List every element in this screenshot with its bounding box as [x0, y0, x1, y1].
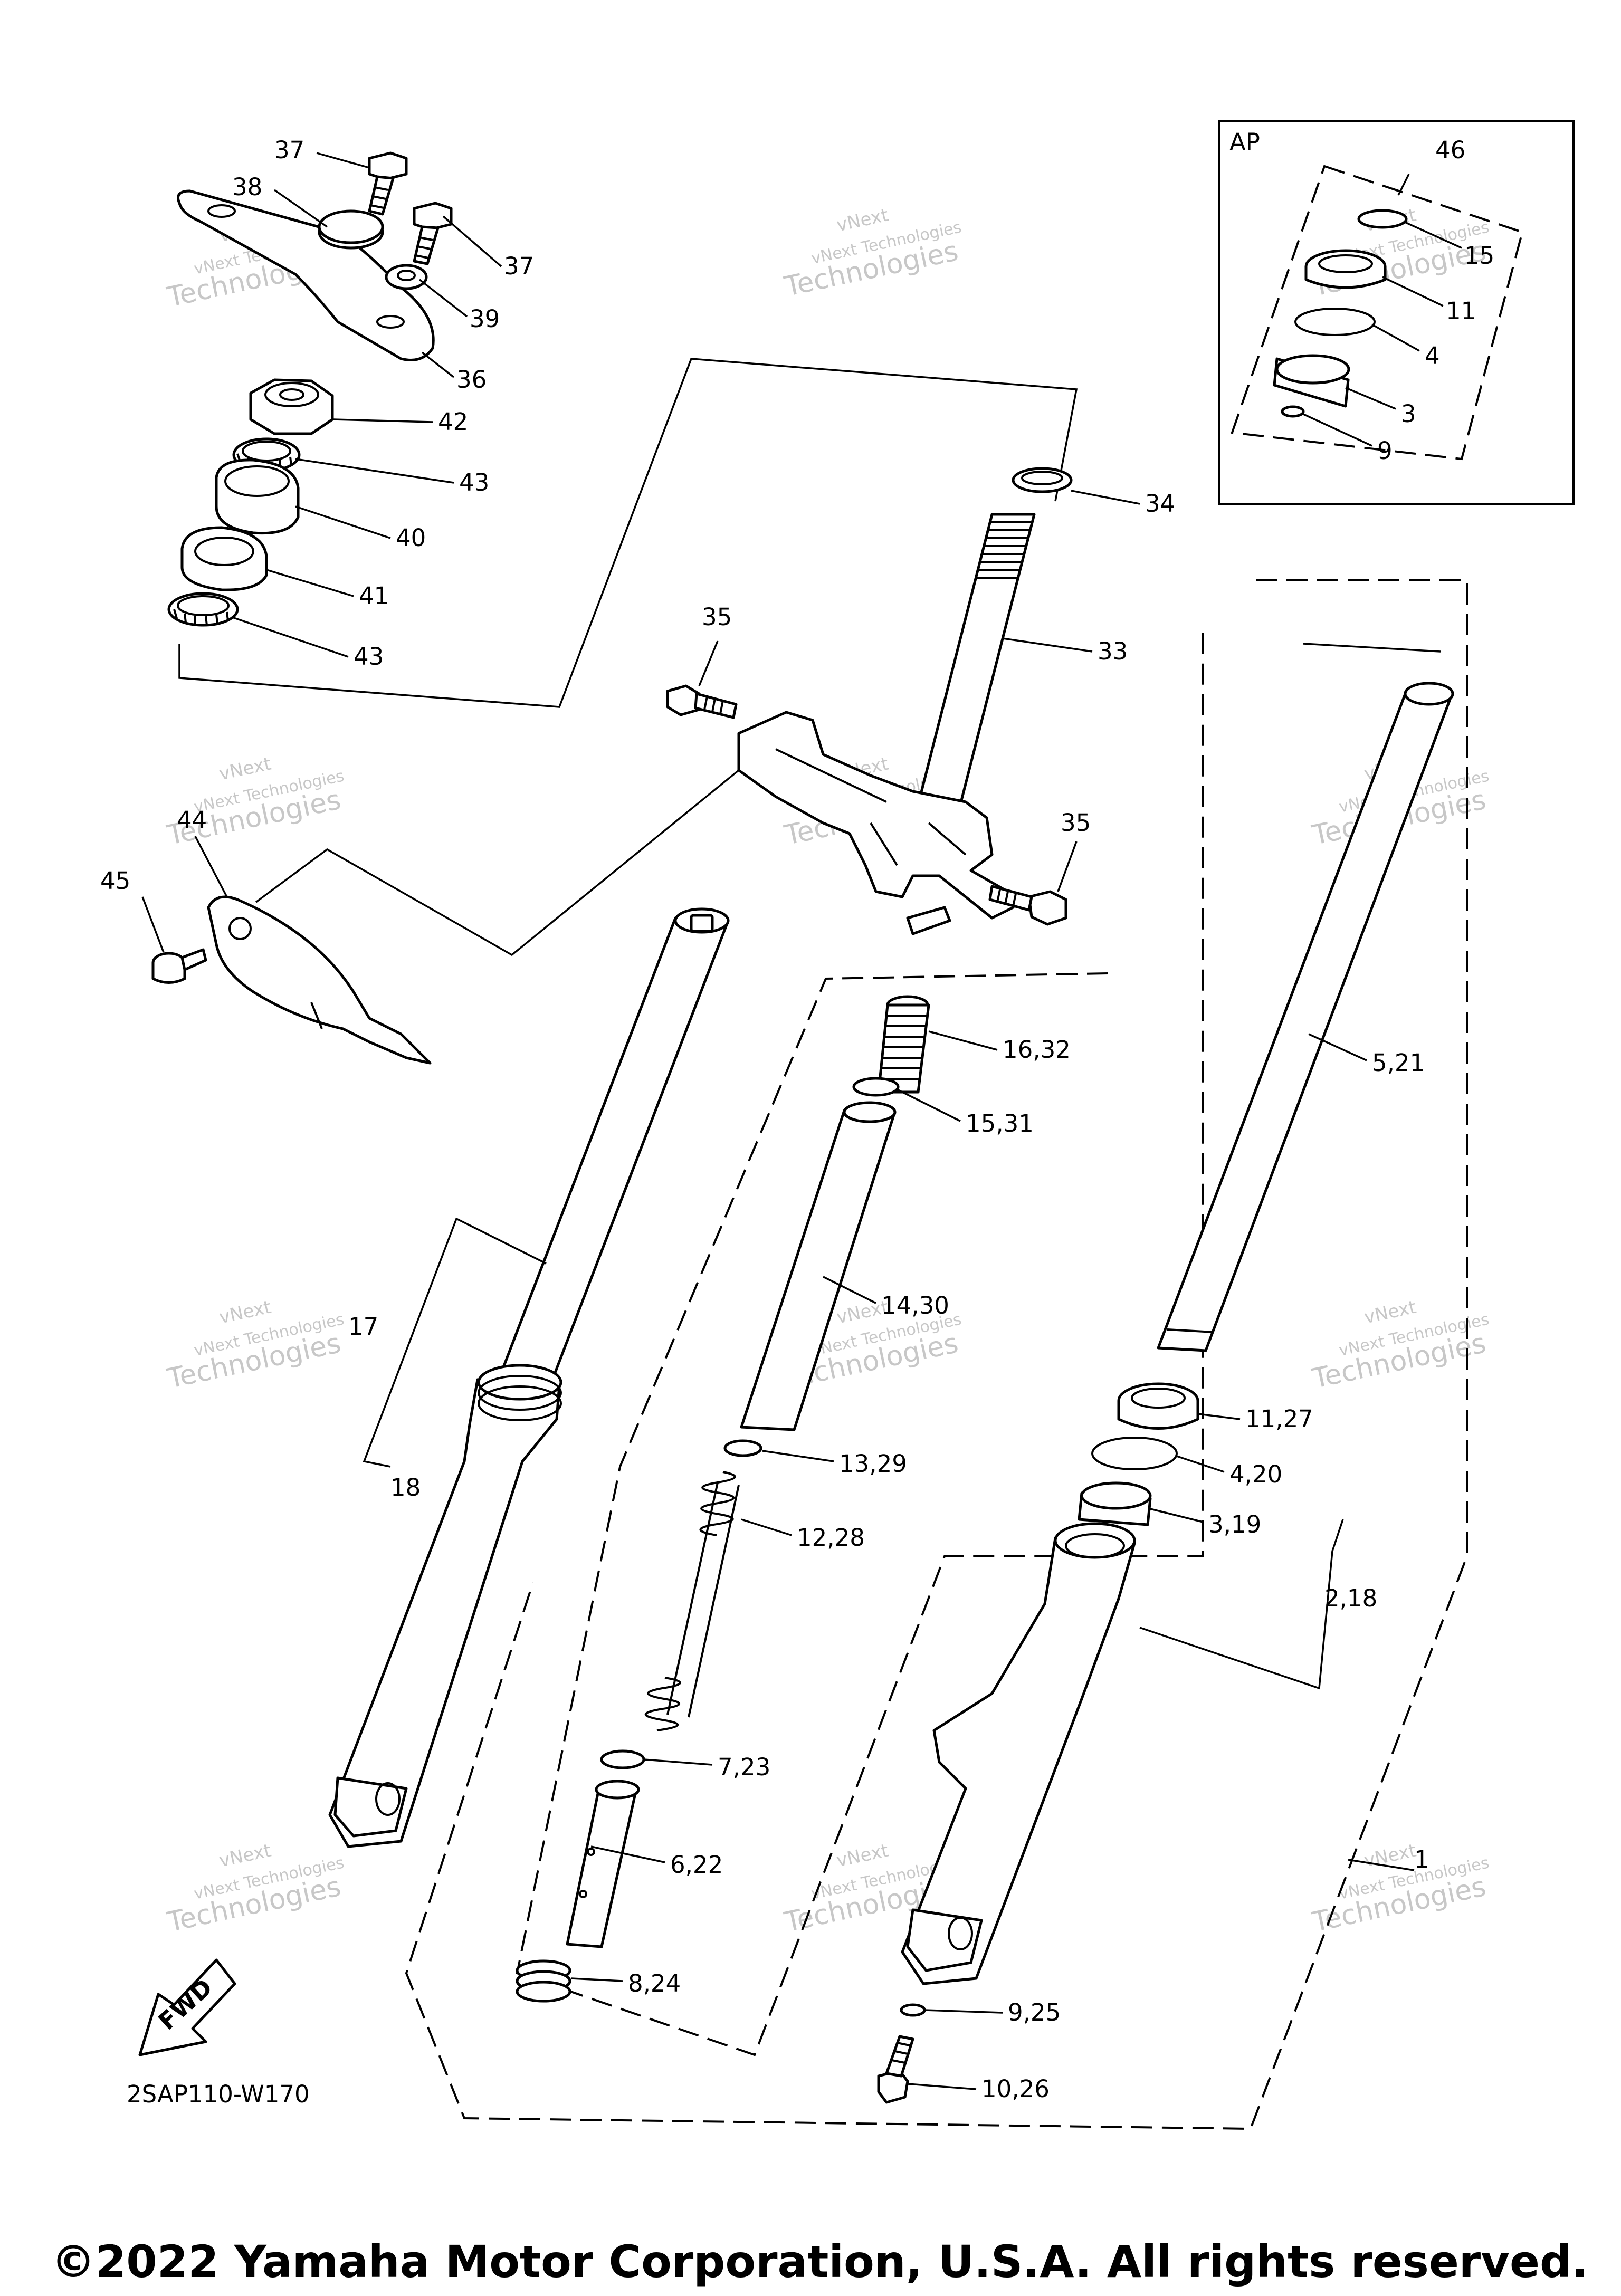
svg-text:vNext: vNext	[835, 1840, 890, 1872]
inner-tube-part-17	[497, 907, 730, 1384]
callout-8-24: 8,24	[628, 1969, 681, 1997]
callout-11-27: 11,27	[1245, 1405, 1313, 1433]
callout-17: 17	[348, 1313, 378, 1341]
callout-10-26: 10,26	[981, 2075, 1050, 2103]
dust-seal-part-34	[1012, 467, 1073, 493]
callout-9: 9	[1377, 437, 1393, 465]
outer-tube-part-2-18	[901, 1522, 1136, 1985]
ring-part-7-23	[600, 1749, 645, 1769]
bolt-part-37	[368, 151, 408, 216]
callout-41: 41	[359, 582, 389, 610]
spring-part-8-24	[516, 1959, 571, 2003]
callout-2-18: 2,18	[1324, 1584, 1377, 1612]
callout-36: 36	[456, 366, 487, 394]
callout-11: 11	[1446, 297, 1476, 325]
dust-seal-part-11-27	[1117, 1382, 1199, 1430]
gasket-part-9	[1281, 405, 1305, 418]
oil-seal-part-3	[1273, 354, 1350, 408]
callout-5-21: 5,21	[1372, 1049, 1425, 1077]
center-damper-group-bracket	[516, 633, 1204, 2056]
watermark: vNext vNext Technologies Technologies	[164, 753, 346, 852]
svg-text:vNext: vNext	[835, 205, 890, 236]
callout-6-22: 6,22	[670, 1851, 723, 1879]
clip-part-4-20	[1091, 1437, 1178, 1470]
damper-rod-part-6-22	[566, 1780, 640, 1948]
ring-nut-part-42	[249, 378, 334, 435]
callout-4-20: 4,20	[1229, 1460, 1282, 1488]
svg-text:vNext: vNext	[217, 1297, 273, 1328]
callout-13-29: 13,29	[839, 1450, 907, 1478]
o-ring-part-15	[1357, 209, 1408, 229]
o-ring-part-15-31	[852, 1077, 900, 1097]
bolt-part-10-26	[877, 2035, 914, 2104]
svg-text:vNext: vNext	[217, 1840, 273, 1872]
svg-text:vNext: vNext	[1362, 1297, 1418, 1328]
callout-33: 33	[1098, 637, 1128, 665]
callout-34: 34	[1145, 490, 1175, 518]
callout-4: 4	[1425, 342, 1440, 370]
callout-15: 15	[1464, 242, 1494, 270]
cap-bolt-part-16-32	[877, 995, 930, 1094]
callout-45: 45	[100, 867, 130, 895]
callout-38: 38	[232, 173, 262, 201]
bolt-part-35a	[666, 684, 738, 719]
callout-39: 39	[470, 305, 500, 333]
callout-35b: 35	[1061, 809, 1091, 837]
diagram-code: 2SAP110-W170	[127, 2080, 310, 2108]
leader-lines	[141, 152, 1462, 2090]
ap-label: AP	[1229, 128, 1260, 156]
outer-tube-part-18	[328, 1364, 562, 1848]
callout-46: 46	[1435, 136, 1465, 164]
bearing-race-part-41	[180, 526, 268, 591]
callout-43b: 43	[354, 643, 384, 671]
dust-seal-part-11	[1304, 249, 1387, 289]
spacer-part-14-30	[740, 1101, 897, 1431]
callout-9-25: 9,25	[1008, 1998, 1061, 2026]
callout-37b: 37	[504, 252, 534, 280]
oil-seal-part-3-19	[1078, 1481, 1152, 1526]
clip-part-4	[1294, 308, 1376, 336]
watermark: vNext vNext Technologies Technologies	[164, 1840, 346, 1939]
gasket-part-9-25	[900, 2003, 926, 2017]
callout-40: 40	[396, 524, 426, 552]
callout-3-19: 3,19	[1208, 1510, 1261, 1538]
callout-42: 42	[438, 408, 468, 436]
callout-37: 37	[274, 136, 304, 164]
watermark: vNext vNext Technologies Technologies	[164, 1297, 346, 1395]
upper-group-bracket	[178, 358, 1078, 708]
callout-3: 3	[1401, 400, 1416, 428]
callout-43: 43	[459, 468, 489, 496]
inner-tube-part-5-21	[1157, 682, 1454, 1352]
callout-18: 18	[390, 1474, 421, 1501]
steering-stem-part-33	[737, 513, 1036, 935]
callout-35: 35	[702, 603, 732, 631]
bolt-part-35b	[988, 885, 1067, 926]
bearing-part-43b	[167, 592, 239, 627]
callout-labels: 37 38 37 39 36 42 43 40 41 43 34 33 35 3…	[100, 136, 1494, 2103]
copyright-notice: ©2022 Yamaha Motor Corporation, U.S.A. A…	[51, 2236, 1588, 2288]
callout-15-31: 15,31	[966, 1109, 1034, 1137]
watermark: vNext vNext Technologies Technologies	[781, 205, 963, 303]
screw-part-45	[151, 948, 207, 984]
ap-kit-box: AP	[1218, 120, 1575, 505]
right-fork-group-bracket	[405, 579, 1468, 2130]
callout-16-32: 16,32	[1003, 1036, 1071, 1064]
washer-part-39	[385, 264, 428, 290]
callout-14-30: 14,30	[881, 1292, 949, 1319]
fwd-arrow-icon: FWD	[138, 1958, 236, 2056]
callout-1: 1	[1414, 1845, 1429, 1873]
bolt-part-37b	[413, 202, 453, 265]
washer-part-13-29	[723, 1439, 762, 1457]
callout-12-28: 12,28	[797, 1524, 865, 1552]
bearing-race-part-40	[215, 458, 300, 535]
callout-7-23: 7,23	[718, 1753, 770, 1781]
spring-part-12-28	[644, 1471, 740, 1731]
washer-part-38	[318, 209, 384, 250]
svg-text:vNext: vNext	[217, 753, 273, 785]
callout-44: 44	[177, 806, 207, 834]
bracket-part-44	[207, 895, 432, 1065]
